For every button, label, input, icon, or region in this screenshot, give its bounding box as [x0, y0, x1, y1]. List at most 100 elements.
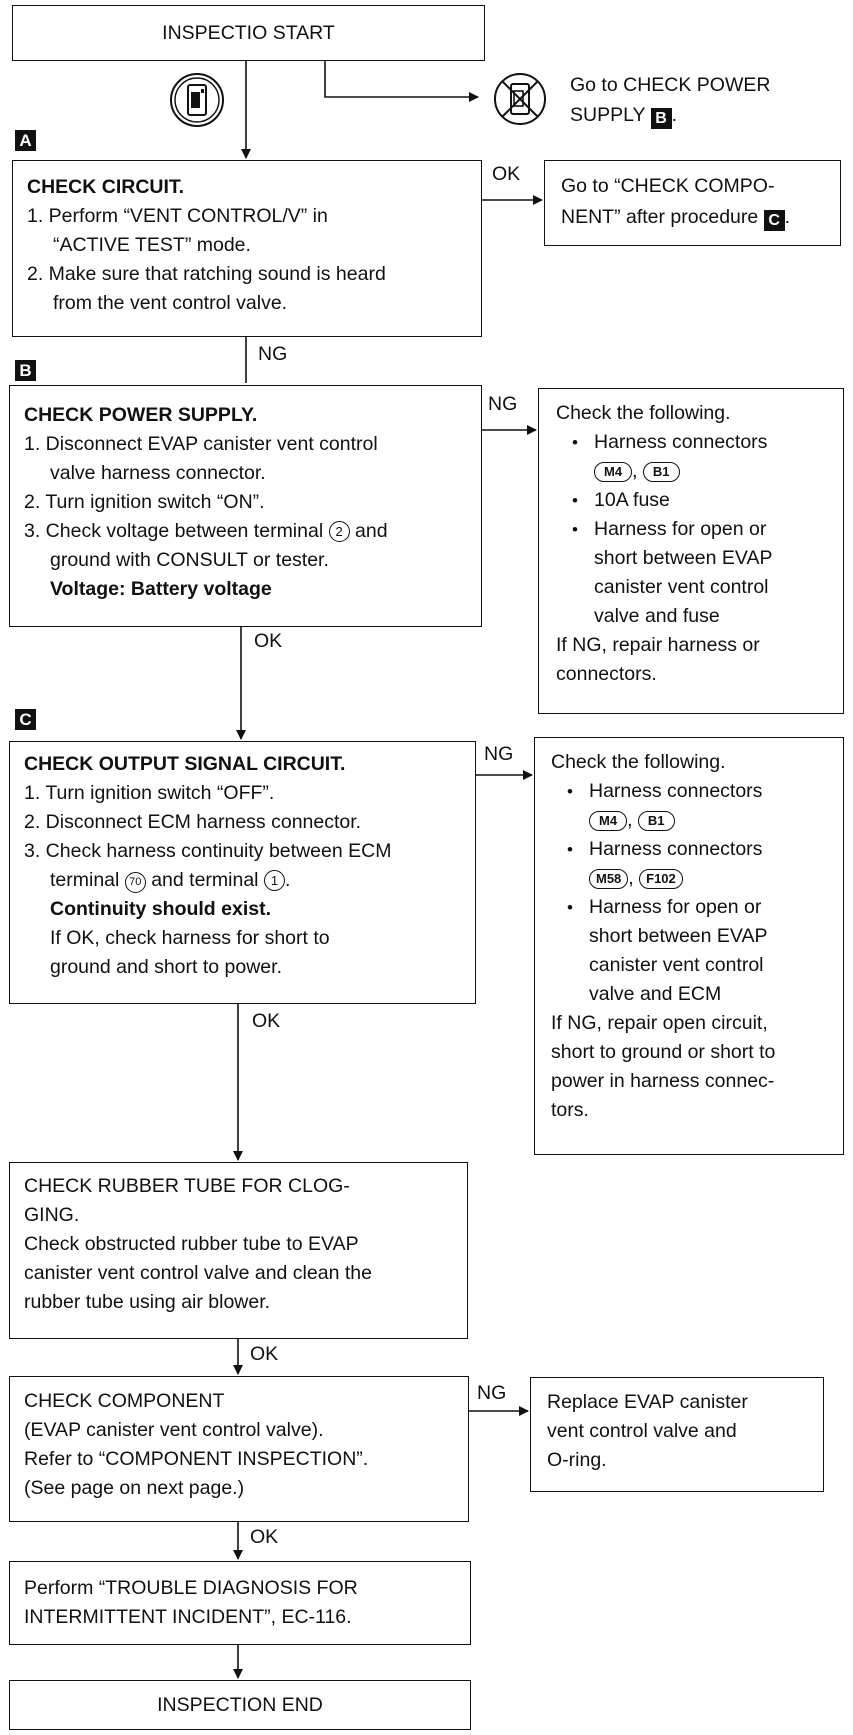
- power-ng-bullet-harness: Harness for open or: [556, 515, 835, 544]
- connector-m4-badge: M4: [589, 811, 628, 831]
- output-ng-repair-line4: tors.: [551, 1099, 589, 1121]
- inspection-end-box: INSPECTION END: [9, 1680, 471, 1730]
- power-supply-title: CHECK POWER SUPPLY.: [24, 404, 258, 426]
- go-power-period: .: [671, 104, 677, 126]
- output-ng-connector-row-2: M58, F102: [551, 864, 835, 893]
- check-circuit-box: CHECK CIRCUIT. 1. Perform “VENT CONTROL/…: [12, 160, 482, 337]
- output-signal-if-ok: If OK, check harness for short to: [50, 927, 330, 949]
- rubber-line2: GING.: [24, 1204, 80, 1226]
- output-ng-connector-row-1: M4, B1: [551, 806, 835, 835]
- power-ng-harness-line4: valve and fuse: [594, 605, 720, 627]
- check-rubber-tube-box: CHECK RUBBER TUBE FOR CLOG- GING. Check …: [9, 1162, 468, 1339]
- power-ng-bullet-fuse: 10A fuse: [556, 486, 835, 515]
- output-ng-repair-line2: short to ground or short to: [551, 1041, 776, 1063]
- power-supply-step1-cont: valve harness connector.: [50, 462, 266, 484]
- go-component-period: .: [784, 206, 791, 228]
- output-ng-bullet-connectors-2: Harness connectors: [551, 835, 835, 864]
- output-signal-terminal-mid: and terminal: [151, 869, 259, 891]
- ng-label-power: NG: [488, 393, 518, 415]
- inspection-end-label: INSPECTION END: [157, 1694, 323, 1716]
- output-signal-step2: 2. Disconnect ECM harness connector.: [24, 811, 362, 833]
- component-line3: Refer to “COMPONENT INSPECTION”.: [24, 1448, 369, 1470]
- terminal-2-symbol: 2: [328, 521, 350, 542]
- output-ng-repair-line1: If NG, repair open circuit,: [551, 1012, 768, 1034]
- rubber-line5: rubber tube using air blower.: [24, 1291, 271, 1313]
- go-component-line1: Go to “CHECK COMPO-: [561, 175, 775, 197]
- check-output-signal-box: CHECK OUTPUT SIGNAL CIRCUIT. 1. Turn ign…: [9, 741, 476, 1004]
- power-supply-step1: 1. Disconnect EVAP canister vent control: [24, 433, 378, 455]
- output-signal-continuity: Continuity should exist.: [50, 898, 272, 920]
- check-component-box: CHECK COMPONENT (EVAP canister vent cont…: [9, 1376, 469, 1522]
- output-ng-harness-line3: canister vent control: [589, 954, 764, 976]
- trouble-line1: Perform “TROUBLE DIAGNOSIS FOR: [24, 1577, 358, 1599]
- replace-line3: O-ring.: [547, 1449, 607, 1471]
- output-signal-if-ok-cont: ground and short to power.: [50, 956, 282, 978]
- replace-line1: Replace EVAP canister: [547, 1391, 748, 1413]
- connector-f102-badge: F102: [639, 869, 683, 889]
- power-ng-intro: Check the following.: [556, 402, 731, 424]
- power-supply-ng-box: Check the following. Harness connectors …: [538, 388, 844, 714]
- ok-label-power: OK: [254, 630, 283, 652]
- go-component-line2: NENT” after procedure: [561, 206, 759, 228]
- go-to-power-supply-note: Go to CHECK POWER SUPPLY B.: [570, 70, 840, 130]
- check-circuit-step2: 2. Make sure that ratching sound is hear…: [27, 263, 386, 285]
- ok-label-circuit: OK: [492, 163, 521, 185]
- check-circuit-step2-cont: from the vent control valve.: [53, 292, 288, 314]
- power-ng-repair-line1: If NG, repair harness or: [556, 634, 760, 656]
- inspection-start-label: INSPECTIO START: [162, 22, 335, 44]
- terminal-1-symbol: 1: [263, 870, 285, 891]
- power-supply-step3-cont: ground with CONSULT or tester.: [50, 549, 329, 571]
- trouble-line2: INTERMITTENT INCIDENT”, EC-116.: [24, 1606, 352, 1628]
- output-signal-terminal-pre: terminal: [50, 869, 120, 891]
- go-to-component-box: Go to “CHECK COMPO- NENT” after procedur…: [544, 160, 841, 246]
- component-line1: CHECK COMPONENT: [24, 1390, 225, 1412]
- inspection-start-box: INSPECTIO START: [12, 5, 485, 61]
- power-supply-step3-and: and: [355, 520, 388, 542]
- power-ng-harness-line3: canister vent control: [594, 576, 769, 598]
- ok-label-rubber: OK: [250, 1343, 279, 1365]
- component-line2: (EVAP canister vent control valve).: [24, 1419, 324, 1441]
- trouble-diagnosis-box: Perform “TROUBLE DIAGNOSIS FOR INTERMITT…: [9, 1561, 471, 1645]
- power-ng-bullet-connectors: Harness connectors: [556, 428, 835, 457]
- ng-label-component: NG: [477, 1382, 507, 1404]
- output-ng-harness-line2: short between EVAP: [589, 925, 768, 947]
- output-ng-harness-line4: valve and ECM: [589, 983, 722, 1005]
- check-circuit-step1: 1. Perform “VENT CONTROL/V” in: [27, 205, 328, 227]
- power-ng-harness-line2: short between EVAP: [594, 547, 773, 569]
- rubber-line1: CHECK RUBBER TUBE FOR CLOG-: [24, 1175, 350, 1197]
- ng-label-circuit: NG: [258, 343, 288, 365]
- output-ng-bullet-harness: Harness for open or: [551, 893, 835, 922]
- rubber-line3: Check obstructed rubber tube to EVAP: [24, 1233, 359, 1255]
- power-ng-connector-row: M4, B1: [556, 457, 835, 486]
- section-tag-b: B: [650, 108, 672, 129]
- no-consult-device-icon: [494, 73, 546, 125]
- section-tag-c: C: [763, 210, 785, 231]
- output-ng-intro: Check the following.: [551, 751, 726, 773]
- output-signal-ng-box: Check the following. Harness connectors …: [534, 737, 844, 1155]
- output-ng-repair-line3: power in harness connec-: [551, 1070, 775, 1092]
- output-signal-step3-cont: terminal 70 and terminal 1.: [24, 866, 461, 895]
- connector-m4-badge: M4: [594, 462, 633, 482]
- terminal-70-symbol: 70: [124, 872, 146, 893]
- connector-m58-badge: M58: [589, 869, 629, 889]
- power-supply-step2: 2. Turn ignition switch “ON”.: [24, 491, 265, 513]
- component-line4: (See page on next page.): [24, 1477, 245, 1499]
- connector-b1-badge: B1: [637, 811, 675, 831]
- section-c-label: C: [15, 709, 36, 730]
- consult-device-icon: [170, 73, 224, 127]
- output-signal-terminal-post: .: [284, 869, 291, 891]
- power-supply-step3: 3. Check voltage between terminal: [24, 520, 324, 542]
- output-signal-step1: 1. Turn ignition switch “OFF”.: [24, 782, 275, 804]
- rubber-line4: canister vent control valve and clean th…: [24, 1262, 372, 1284]
- ok-label-output: OK: [252, 1010, 281, 1032]
- replace-valve-box: Replace EVAP canister vent control valve…: [530, 1377, 824, 1492]
- section-a-label: A: [15, 130, 36, 151]
- check-circuit-step1-cont: “ACTIVE TEST” mode.: [53, 234, 251, 256]
- output-signal-title: CHECK OUTPUT SIGNAL CIRCUIT.: [24, 753, 346, 775]
- go-power-line2: SUPPLY: [570, 104, 646, 126]
- power-ng-repair-line2: connectors.: [556, 663, 657, 685]
- output-signal-step3: 3. Check harness continuity between ECM: [24, 840, 392, 862]
- ok-label-component: OK: [250, 1526, 279, 1548]
- go-power-line1: Go to CHECK POWER: [570, 74, 771, 96]
